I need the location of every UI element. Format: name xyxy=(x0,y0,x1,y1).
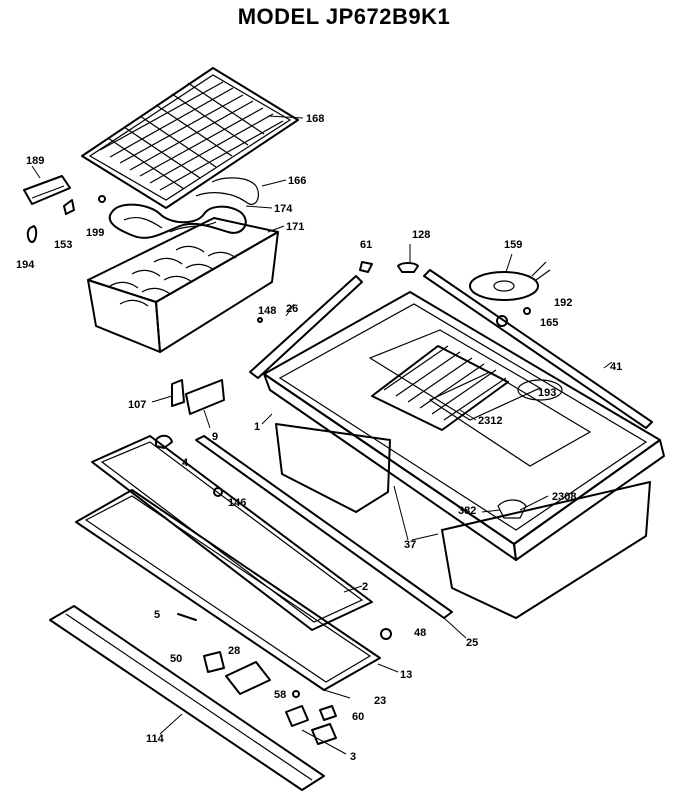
callout-168: 168 xyxy=(306,113,324,125)
leader-3 xyxy=(301,729,347,755)
rail-26 xyxy=(249,275,363,379)
clip-128 xyxy=(397,262,419,273)
callout-199: 199 xyxy=(86,227,104,239)
callout-159: 159 xyxy=(504,239,522,251)
callout-2308: 2308 xyxy=(552,491,576,503)
clip-194 xyxy=(26,225,38,243)
lower-panel-13 xyxy=(75,489,399,699)
heating-element xyxy=(108,177,287,239)
part-165 xyxy=(496,315,508,327)
screw-5 xyxy=(177,613,197,621)
callout-1: 1 xyxy=(254,421,260,433)
callout-146: 146 xyxy=(228,497,246,509)
screw-192 xyxy=(523,307,531,315)
callout-4: 4 xyxy=(182,457,189,469)
part-60 xyxy=(319,705,337,721)
callout-25: 25 xyxy=(466,637,478,649)
callout-107: 107 xyxy=(128,399,146,411)
callout-13: 13 xyxy=(400,669,412,681)
grill-grate xyxy=(81,67,304,209)
callout-128: 128 xyxy=(412,229,430,241)
callout-2: 2 xyxy=(362,581,368,593)
grill-pan xyxy=(87,217,285,353)
callout-2312: 2312 xyxy=(478,415,502,427)
callout-3: 3 xyxy=(350,751,356,763)
bracket-9 xyxy=(185,379,225,429)
callout-189: 189 xyxy=(26,155,44,167)
well-pan-right xyxy=(393,481,651,619)
callout-5: 5 xyxy=(154,609,160,621)
callout-61: 61 xyxy=(360,239,372,251)
clip-153 xyxy=(63,199,75,215)
bracket-189 xyxy=(23,165,71,205)
rail-41 xyxy=(423,269,653,429)
callout-165: 165 xyxy=(540,317,558,329)
grill-rack-2312 xyxy=(371,345,509,431)
bracket-107 xyxy=(151,379,185,407)
trim-25 xyxy=(195,435,467,639)
switch-50 xyxy=(203,651,225,673)
nut-48 xyxy=(380,628,392,640)
control-panel-2 xyxy=(91,435,373,631)
rail-61 xyxy=(359,244,419,273)
board-28 xyxy=(225,661,271,695)
cooktop-frame xyxy=(263,291,665,561)
callout-60: 60 xyxy=(352,711,364,723)
block-3b xyxy=(311,723,337,745)
callout-26: 26 xyxy=(286,303,298,315)
callout-114: 114 xyxy=(146,733,165,745)
callout-174: 174 xyxy=(274,203,293,215)
callout-58: 58 xyxy=(274,689,286,701)
vent-193 xyxy=(517,379,563,401)
block-3a xyxy=(285,705,309,727)
fan-disc-159 xyxy=(469,253,551,301)
callout-50: 50 xyxy=(170,653,182,665)
screw-199 xyxy=(98,195,106,203)
callout-28: 28 xyxy=(228,645,240,657)
trim-114 xyxy=(49,605,325,791)
callout-194: 194 xyxy=(16,259,35,271)
callout-192: 192 xyxy=(554,297,572,309)
callout-148: 148 xyxy=(258,305,276,317)
well-pan-left xyxy=(261,413,391,513)
callout-171: 171 xyxy=(286,221,304,233)
part-58 xyxy=(292,690,300,698)
callout-48: 48 xyxy=(414,627,426,639)
callout-382: 382 xyxy=(458,505,476,517)
callout-193: 193 xyxy=(538,387,556,399)
callout-166: 166 xyxy=(288,175,306,187)
callout-23: 23 xyxy=(374,695,386,707)
callout-37: 37 xyxy=(404,539,416,551)
callout-153: 153 xyxy=(54,239,72,251)
callout-9: 9 xyxy=(212,431,218,443)
callout-41: 41 xyxy=(610,361,622,373)
model-title: MODEL JP672B9K1 xyxy=(237,4,451,29)
